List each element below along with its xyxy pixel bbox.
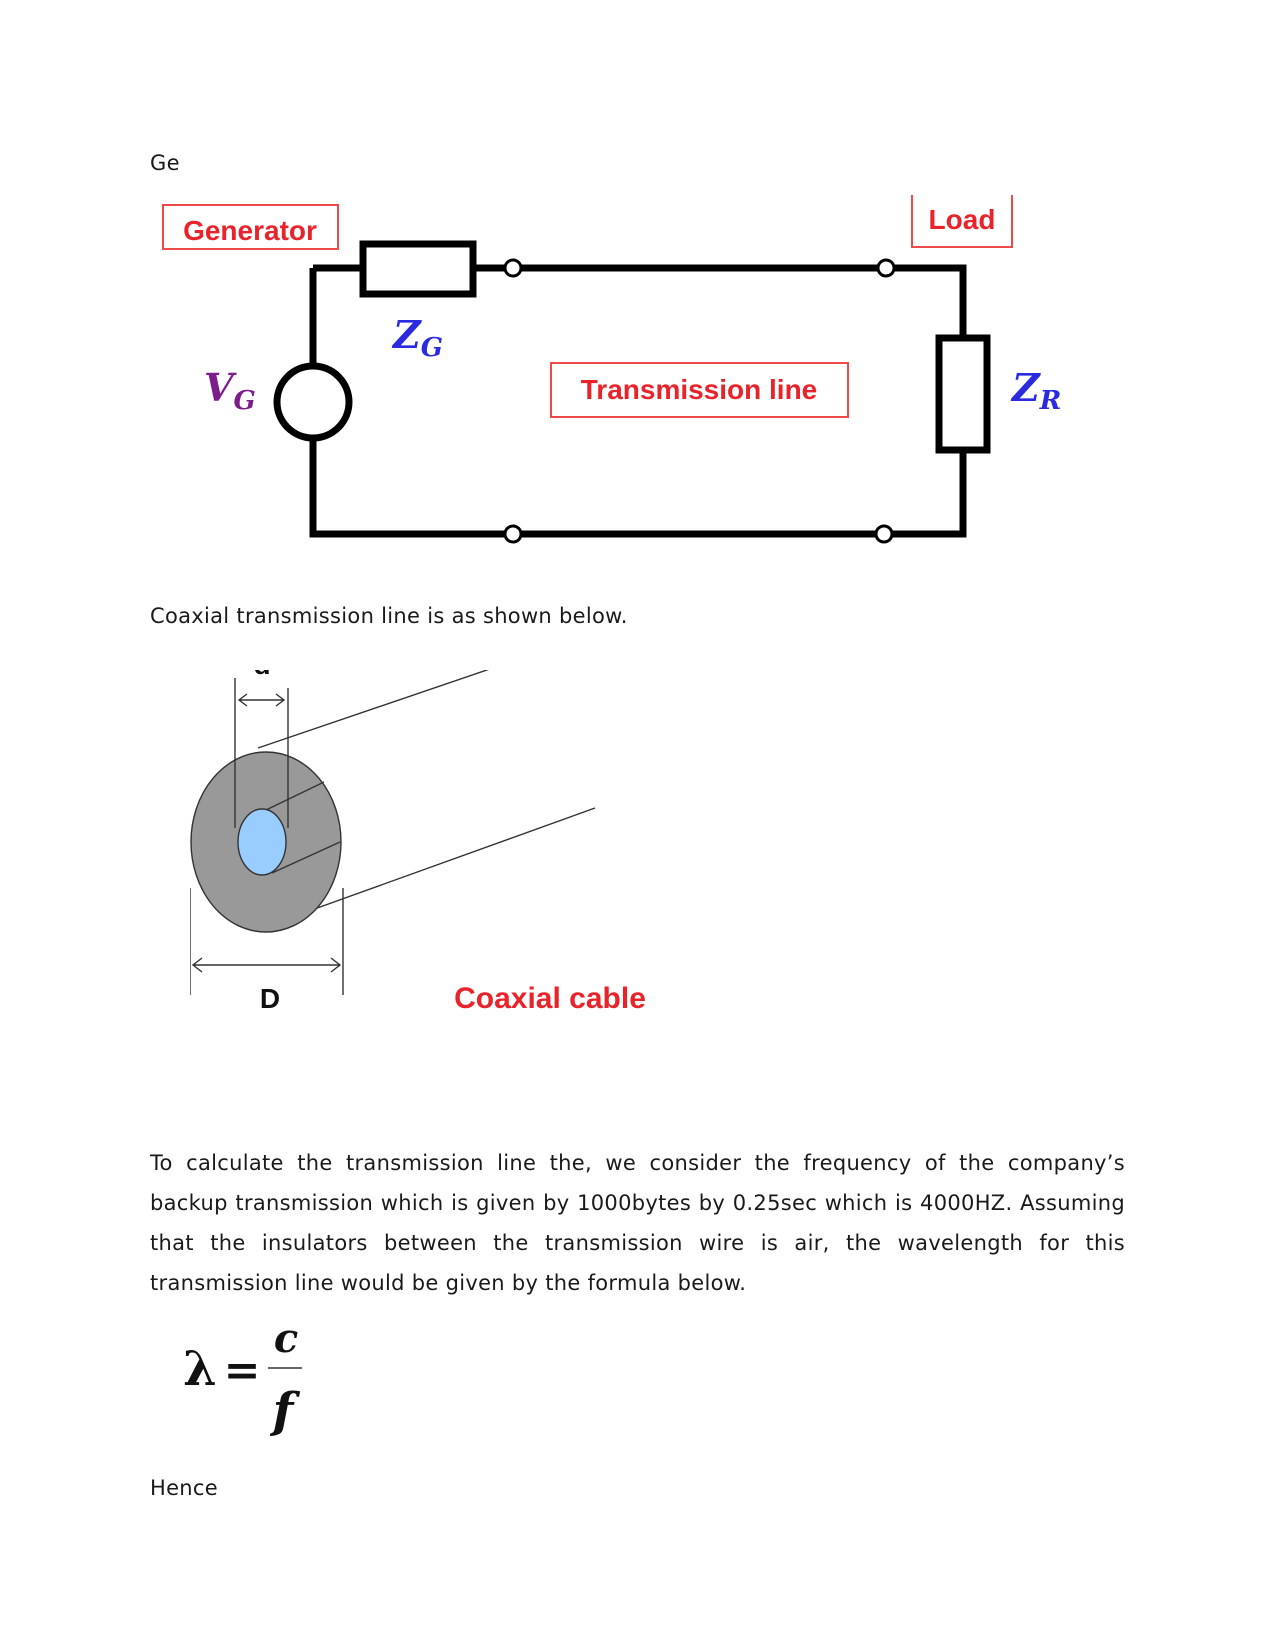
- generator-label-box: [162, 204, 339, 250]
- transmission-line-circuit-diagram: Generator Load Transmission line ZG VG Z…: [162, 195, 1061, 544]
- formula-numerator: c: [274, 1320, 298, 1362]
- formula-denominator: f: [270, 1383, 301, 1439]
- terminal-bottom-left: [503, 524, 523, 544]
- wavelength-formula: λ = c f: [183, 1320, 302, 1439]
- generator-impedance-symbol: ZG: [391, 312, 443, 363]
- D-dimension-arrow: [191, 957, 342, 973]
- coax-caption-text: Coaxial transmission line is as shown be…: [150, 604, 628, 628]
- outer-diameter-label: D: [260, 983, 280, 1014]
- formula-equals: =: [224, 1345, 261, 1396]
- inner-conductor-top-line: [265, 781, 325, 811]
- inner-conductor-bottom-line: [271, 841, 341, 874]
- terminal-bottom-right: [874, 524, 894, 544]
- cable-outer-top-line: [257, 670, 490, 749]
- hence-text: Hence: [150, 1476, 218, 1500]
- body-paragraph: To calculate the transmission line the, …: [150, 1151, 1125, 1295]
- generator-impedance-resistor: [359, 240, 477, 298]
- voltage-source-icon: [273, 362, 353, 442]
- load-label: Load: [929, 204, 996, 235]
- load-impedance-symbol: ZR: [1010, 365, 1061, 416]
- coaxial-cable-title: Coaxial cable: [454, 982, 646, 1015]
- load-impedance-resistor: [935, 334, 991, 454]
- cable-outer-bottom-line: [283, 807, 596, 921]
- load-label-box: [911, 195, 1013, 248]
- source-voltage-symbol: VG: [204, 365, 256, 416]
- generator-label: Generator: [183, 215, 317, 246]
- terminal-top-left: [503, 258, 523, 278]
- terminal-top-right: [876, 258, 896, 278]
- intro-text: Ge: [150, 151, 180, 175]
- coaxial-cable-diagram: d D Coaxial cable: [190, 670, 646, 1015]
- inner-diameter-label: d: [253, 670, 270, 680]
- transmission-line-label-box: [550, 362, 849, 418]
- transmission-line-label: Transmission line: [581, 374, 818, 405]
- inner-conductor-cross-section: [237, 808, 287, 876]
- formula-lambda: λ: [183, 1341, 217, 1397]
- d-dimension-arrow: [237, 693, 286, 707]
